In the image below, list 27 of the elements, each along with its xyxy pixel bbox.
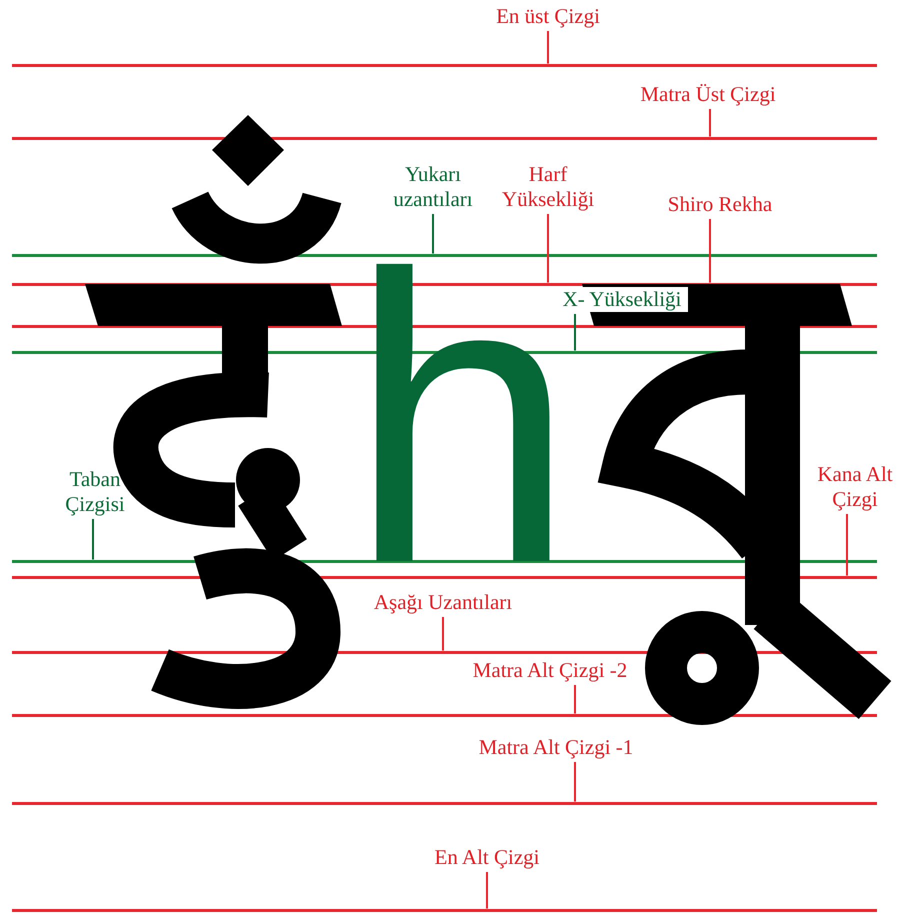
- leader-line: [574, 685, 576, 714]
- guide-line: [12, 136, 877, 140]
- leader-line: [547, 31, 549, 64]
- guide-label: Matra Alt Çizgi -2: [440, 658, 660, 683]
- guide-label: Matra Üst Çizgi: [608, 82, 808, 107]
- leader-line: [92, 519, 94, 560]
- leader-line: [574, 762, 576, 802]
- leader-line: [709, 219, 711, 282]
- guide-line: [12, 714, 877, 716]
- guide-label: En üst Çizgi: [448, 4, 648, 29]
- guide-label: Shiro Rekha: [640, 192, 800, 217]
- guide-line: [12, 908, 877, 912]
- guide-label: En Alt Çizgi: [387, 845, 587, 870]
- guide-line: [12, 576, 877, 578]
- guide-line: [12, 560, 877, 562]
- leader-line: [486, 872, 488, 908]
- guide-label: Taban Çizgisi: [45, 467, 145, 517]
- leader-line: [846, 514, 848, 576]
- guide-line: [12, 802, 877, 804]
- leader-line: [574, 314, 576, 350]
- guide-label: Kana Alt Çizgi: [810, 462, 900, 512]
- guide-line: [12, 650, 877, 654]
- guide-label: Harf Yüksekliği: [483, 162, 613, 212]
- guide-label: Matra Alt Çizgi -1: [446, 735, 666, 760]
- guide-line: [12, 64, 877, 66]
- leader-line: [709, 109, 711, 136]
- guide-line: [12, 254, 877, 256]
